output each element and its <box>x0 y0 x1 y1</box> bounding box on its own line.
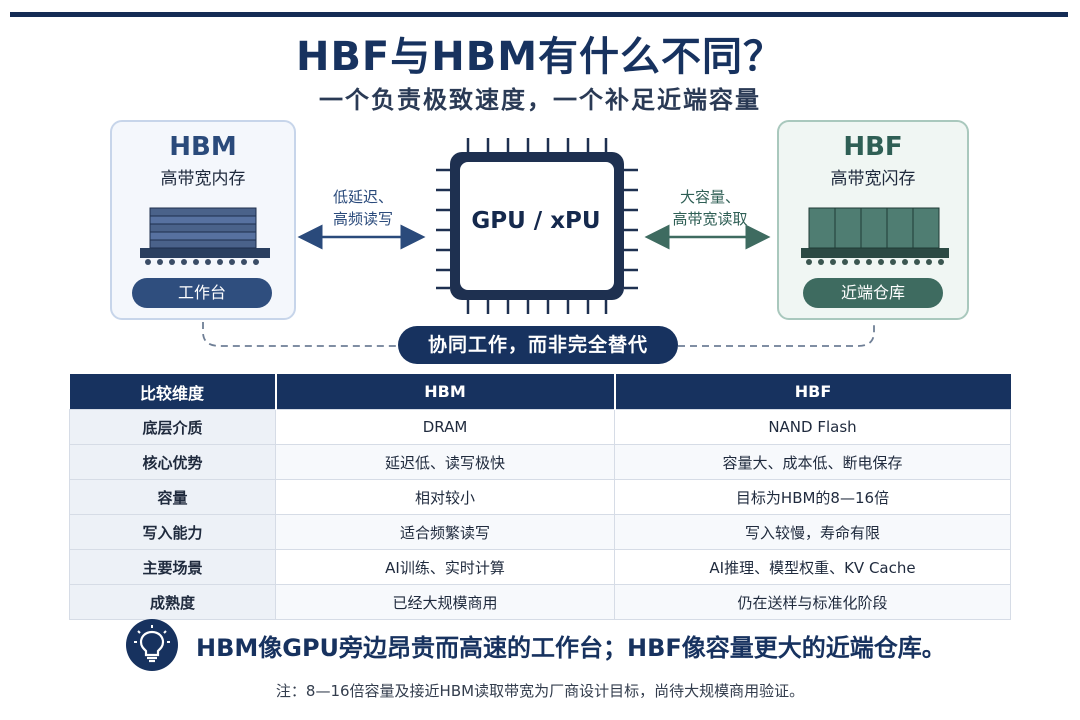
hbf-card-title: HBF <box>843 132 903 162</box>
hbm-card-title: HBM <box>169 132 237 162</box>
table-row: 核心优势 延迟低、读写极快 容量大、成本低、断电保存 <box>69 444 1011 480</box>
gpu-chip-icon <box>436 138 638 314</box>
hbm-link-label: 低延迟、高频读写 <box>332 188 393 228</box>
table-cell: 容量大、成本低、断电保存 <box>614 444 1011 480</box>
table-row: 主要场景 AI训练、实时计算 AI推理、模型权重、KV Cache <box>69 549 1011 585</box>
table-cell: AI训练、实时计算 <box>275 549 615 585</box>
table-row: 成熟度 已经大规模商用 仍在送样与标准化阶段 <box>69 584 1011 620</box>
table-cell: 目标为HBM的8—16倍 <box>614 479 1011 515</box>
table-cell: 相对较小 <box>275 479 615 515</box>
table-header-row: 比较维度 HBM HBF <box>69 374 1011 410</box>
table-cell: 写入能力 <box>69 514 276 550</box>
top-rule <box>10 12 1068 17</box>
summary-text: HBM像GPU旁边昂贵而高速的工作台；HBF像容量更大的近端仓库。 <box>196 634 946 662</box>
footnote: 注：8—16倍容量及接近HBM读取带宽为厂商设计目标，尚待大规模商用验证。 <box>275 682 805 700</box>
header-dimension: 比较维度 <box>69 374 277 410</box>
dashed-collab-link <box>202 322 875 347</box>
table-cell: 容量 <box>69 479 276 515</box>
hbm-role-pill: 工作台 <box>132 278 272 308</box>
hbf-role-pill: 近端仓库 <box>803 278 943 308</box>
connector-lines <box>202 138 875 347</box>
lightbulb-icon <box>126 619 178 671</box>
table-cell: 已经大规模商用 <box>275 584 615 620</box>
table-cell: NAND Flash <box>614 409 1011 445</box>
header-hbf: HBF <box>614 374 1011 410</box>
hbm-card: HBM 高带宽内存 工作台 <box>110 120 296 320</box>
table-cell: 写入较慢，寿命有限 <box>614 514 1011 550</box>
table-row: 底层介质 DRAM NAND Flash <box>69 409 1011 445</box>
table-cell: 延迟低、读写极快 <box>275 444 615 480</box>
table-cell: AI推理、模型权重、KV Cache <box>614 549 1011 585</box>
table-row: 写入能力 适合频繁读写 写入较慢，寿命有限 <box>69 514 1011 550</box>
hbf-link-label: 大容量、高带宽读取 <box>672 188 748 228</box>
table-row: 容量 相对较小 目标为HBM的8—16倍 <box>69 479 1011 515</box>
collab-banner: 协同工作，而非完全替代 <box>398 326 678 364</box>
nand-stack-icon <box>801 207 949 265</box>
table-cell: DRAM <box>275 409 615 445</box>
hbf-card: HBF 高带宽闪存 近端仓库 <box>777 120 969 320</box>
header-hbm: HBM <box>275 374 616 410</box>
page-title: HBF与HBM有什么不同？ <box>295 34 785 80</box>
table-cell: 底层介质 <box>69 409 276 445</box>
page-subtitle: 一个负责极致速度，一个补足近端容量 <box>319 86 761 114</box>
table-cell: 核心优势 <box>69 444 276 480</box>
table-cell: 适合频繁读写 <box>275 514 615 550</box>
hbm-card-subtitle: 高带宽内存 <box>160 169 246 189</box>
dram-stack-icon <box>140 207 270 265</box>
table-cell: 成熟度 <box>69 584 276 620</box>
hbf-card-subtitle: 高带宽闪存 <box>830 169 916 189</box>
comparison-table: 比较维度 HBM HBF 底层介质 DRAM NAND Flash 核心优势 延… <box>69 374 1011 620</box>
gpu-label: GPU / xPU <box>471 208 601 234</box>
table-cell: 仍在送样与标准化阶段 <box>614 584 1011 620</box>
table-cell: 主要场景 <box>69 549 276 585</box>
